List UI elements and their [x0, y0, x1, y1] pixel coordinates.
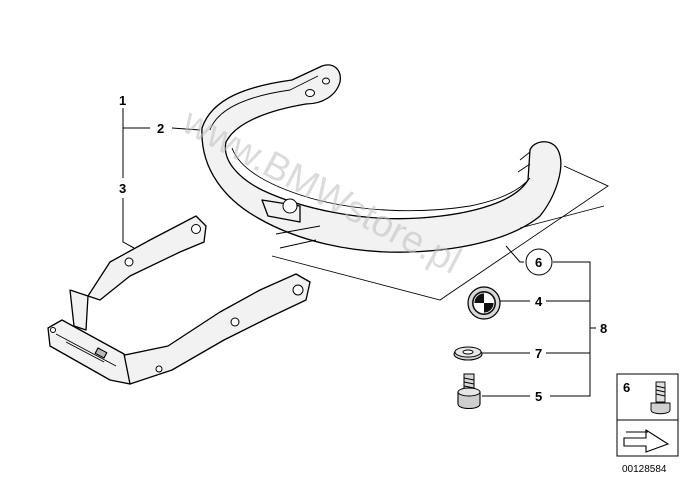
callout-7: 7	[535, 346, 542, 361]
emblem-part[interactable]	[467, 286, 501, 320]
callout-8: 8	[600, 321, 607, 336]
bracket-hole	[124, 257, 134, 267]
bracket-hole	[191, 224, 201, 234]
leader-lines	[122, 108, 596, 397]
callout-6: 6	[535, 255, 542, 270]
callout-2: 2	[157, 121, 164, 136]
legend-label: 6	[623, 380, 630, 395]
arrow-icon	[623, 428, 670, 453]
callout-4: 4	[535, 294, 543, 309]
legend-box: 6	[616, 373, 679, 457]
assembly-guide-lines	[271, 165, 609, 301]
bolt-icon	[650, 381, 671, 415]
diagram-id: 00128584	[622, 464, 667, 475]
carrier-bracket-part[interactable]	[47, 215, 311, 385]
bracket-hole	[292, 284, 304, 296]
grab-rail-part[interactable]	[201, 64, 562, 253]
callout-6-ring	[525, 248, 553, 276]
bracket-hole	[155, 365, 163, 373]
bracket-hole	[230, 317, 240, 327]
watermark-text: www.BMWstore.pl	[175, 100, 468, 282]
callout-3: 3	[119, 181, 126, 196]
washer-part[interactable]	[453, 346, 483, 361]
callout-5: 5	[535, 389, 542, 404]
callout-1: 1	[119, 93, 126, 108]
rail-mount-hole	[322, 77, 330, 85]
rail-mount-hole	[282, 198, 298, 214]
screw-part[interactable]	[457, 373, 481, 410]
rail-mount-hole	[305, 89, 315, 97]
